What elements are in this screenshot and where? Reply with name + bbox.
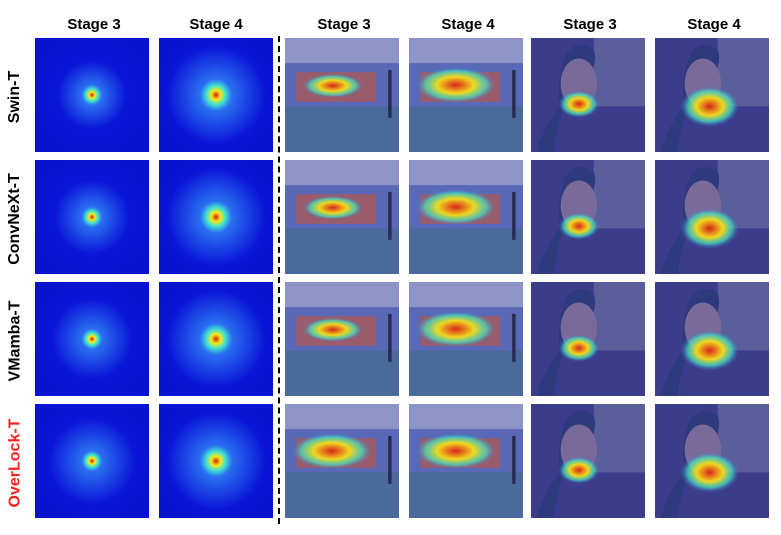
column-header-5: Stage 3: [563, 16, 617, 33]
panel-r4-c6: [655, 404, 769, 518]
dashed-divider: [278, 36, 280, 524]
panel-r3-c4: [409, 282, 523, 396]
panel-r2-c3: [285, 160, 399, 274]
row-label-3: VMamba-T: [0, 282, 30, 400]
row-label-text-1: Swin-T: [6, 70, 23, 124]
panel-r3-c5: [531, 282, 645, 396]
panel-r2-c6: [655, 160, 769, 274]
panel-r1-c3: [285, 38, 399, 152]
row-label-1: Swin-T: [0, 38, 30, 156]
panel-r4-c1: [35, 404, 149, 518]
panel-r4-c3: [285, 404, 399, 518]
panel-r2-c2: [159, 160, 273, 274]
panel-r1-c2: [159, 38, 273, 152]
panel-r4-c2: [159, 404, 273, 518]
panel-r2-c5: [531, 160, 645, 274]
panel-r1-c4: [409, 38, 523, 152]
row-label-text-4: OverLock-T: [6, 418, 24, 508]
row-label-4: OverLock-T: [0, 404, 30, 522]
panel-r2-c4: [409, 160, 523, 274]
row-label-2: ConvNeXt-T: [0, 160, 30, 278]
panel-r3-c3: [285, 282, 399, 396]
column-header-1: Stage 3: [67, 16, 121, 33]
row-label-text-2: ConvNeXt-T: [6, 173, 23, 265]
panel-r3-c1: [35, 282, 149, 396]
column-header-6: Stage 4: [687, 16, 741, 33]
column-header-2: Stage 4: [189, 16, 243, 33]
panel-r3-c6: [655, 282, 769, 396]
column-header-3: Stage 3: [317, 16, 371, 33]
row-label-text-3: VMamba-T: [6, 300, 23, 382]
column-header-4: Stage 4: [441, 16, 495, 33]
panel-r4-c4: [409, 404, 523, 518]
panel-r4-c5: [531, 404, 645, 518]
panel-r1-c1: [35, 38, 149, 152]
panel-r1-c5: [531, 38, 645, 152]
panel-r3-c2: [159, 282, 273, 396]
panel-r2-c1: [35, 160, 149, 274]
panel-r1-c6: [655, 38, 769, 152]
